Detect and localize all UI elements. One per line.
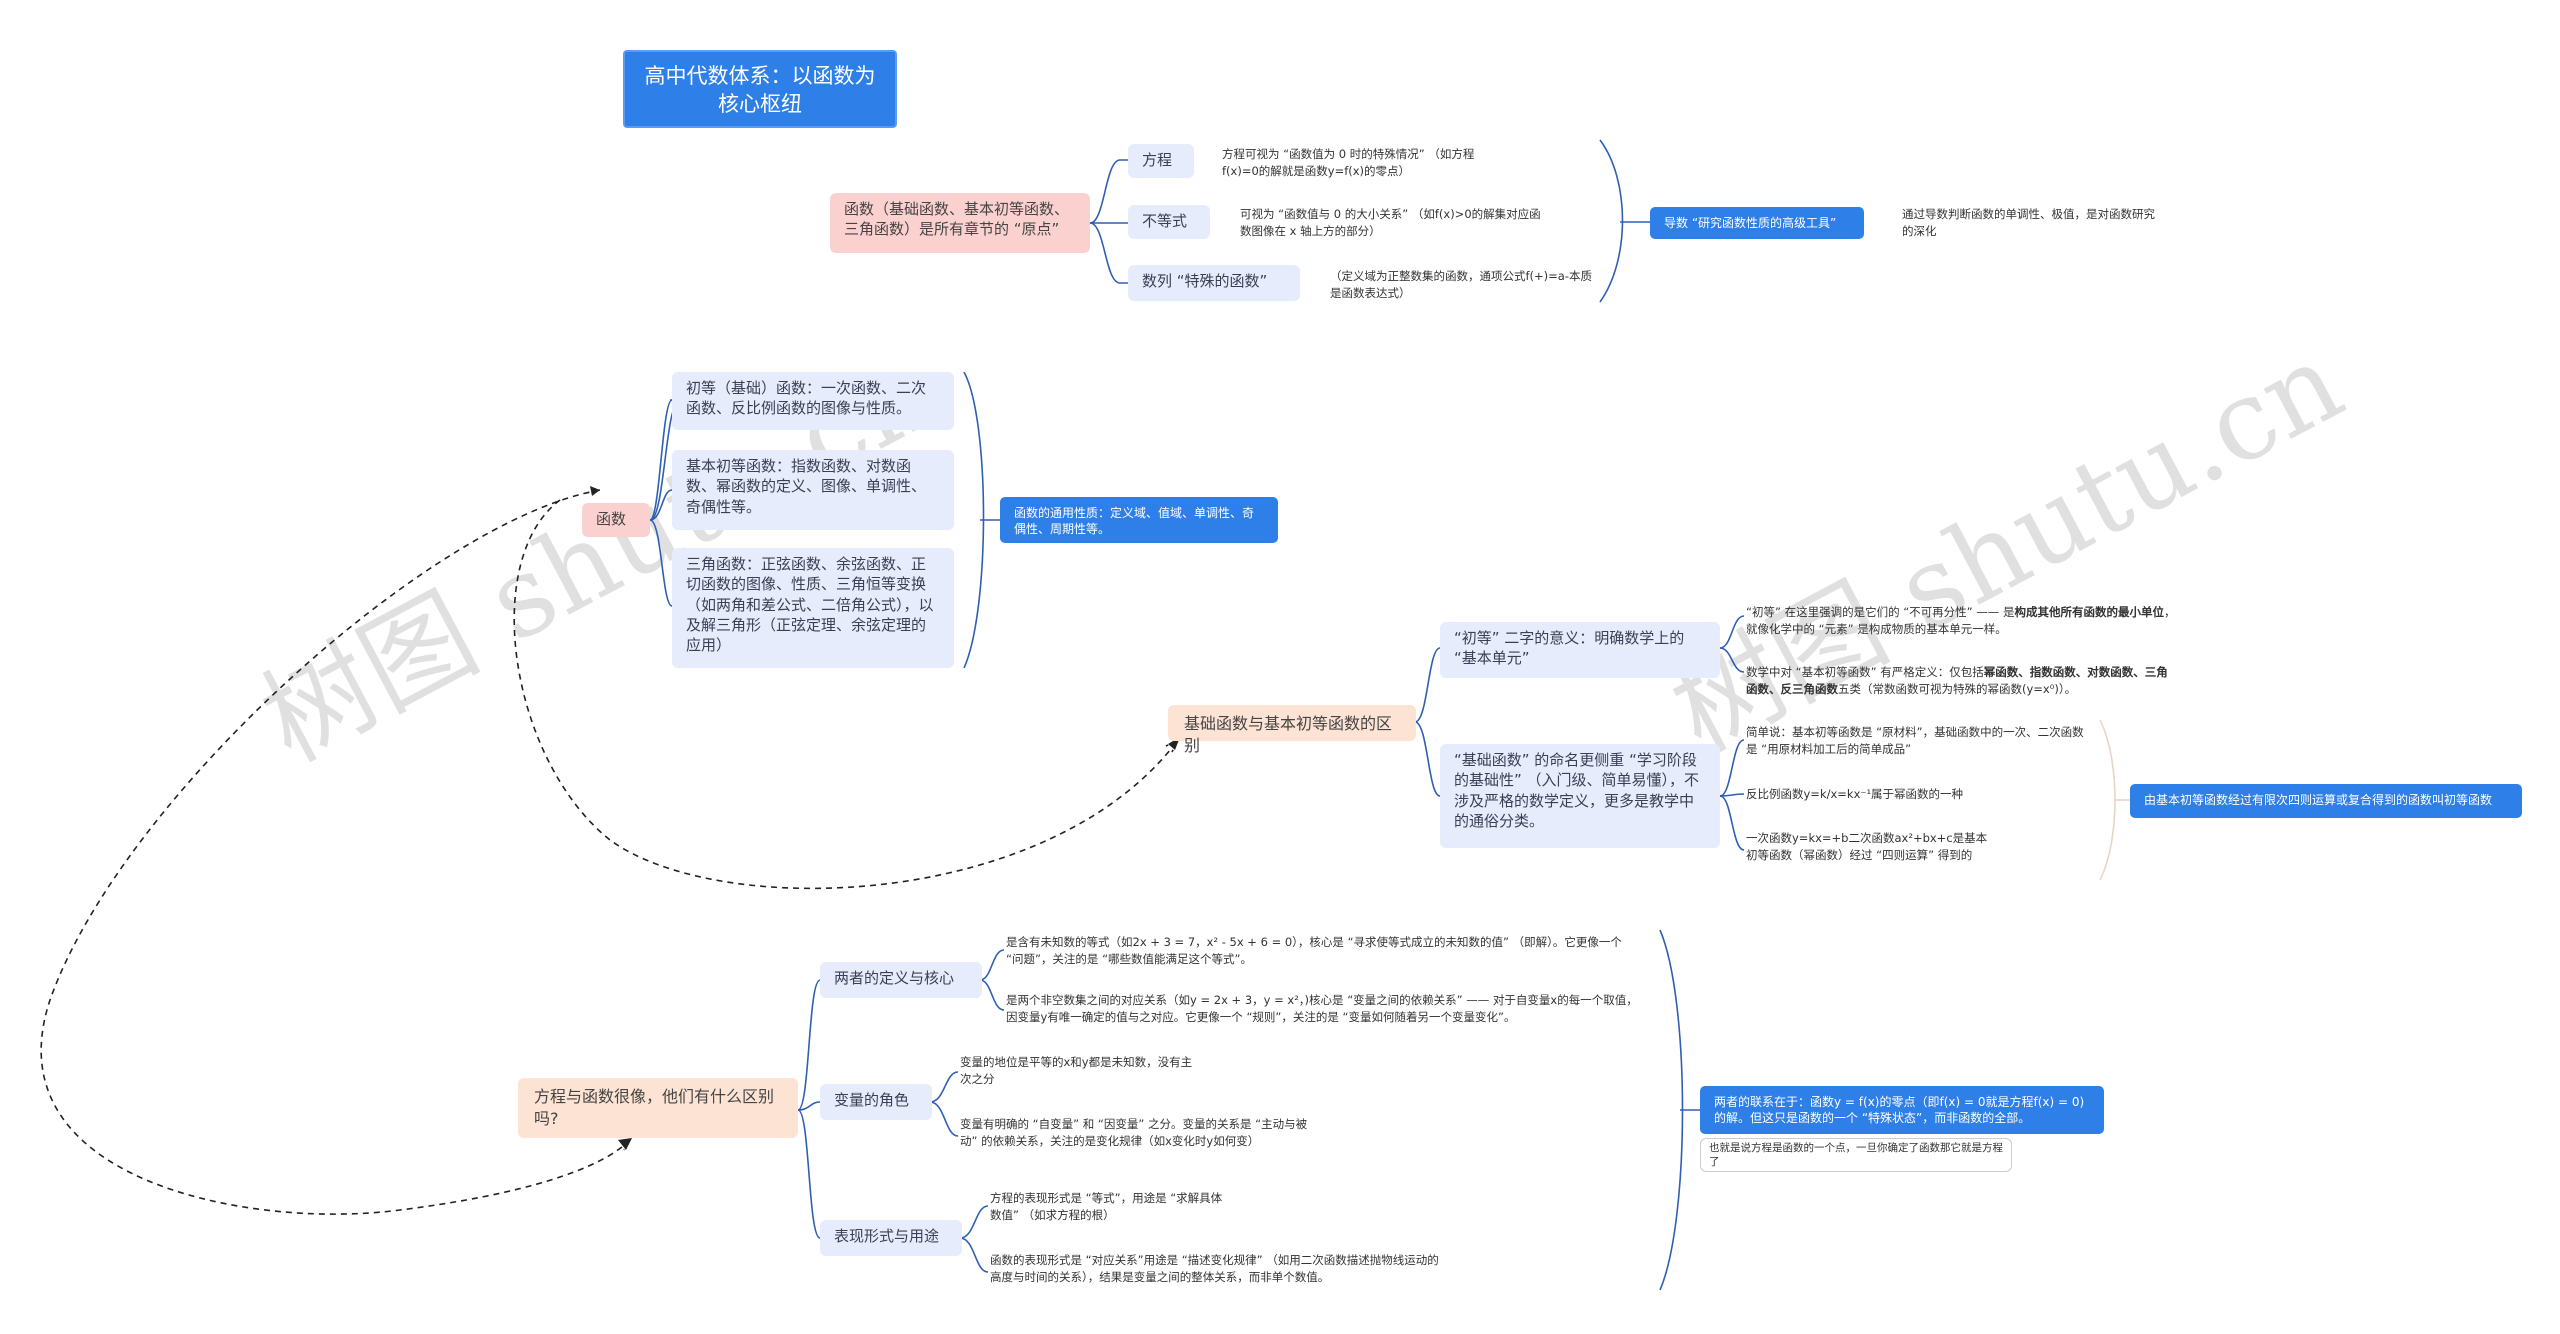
elementary-detail-1: “初等” 在这里强调的是它们的 “不可再分性” —— 是构成其他所有函数的最小单…	[1746, 604, 2176, 637]
variable-detail-1: 变量的地位是平等的x和y都是未知数，没有主次之分	[960, 1055, 1193, 1086]
variable-detail-2: 变量有明确的 “自变量” 和 “因变量” 之分。变量的关系是 “主动与被动” 的…	[960, 1117, 1308, 1148]
basic-function-naming-node[interactable]: “基础函数” 的命名更侧重 “学习阶段的基础性” （入门级、简单易懂），不涉及严…	[1440, 744, 1720, 848]
form-detail-2: 函数的表现形式是 “对应关系”用途是 “描述变化规律” （如用二次函数描述抛物线…	[990, 1253, 1439, 1284]
ed2-bold: 幂函数、指数函数、对数函数、三角函数、反三角函数	[1746, 665, 2168, 696]
elementary-function-summary[interactable]: 由基本初等函数经过有限次四则运算或复合得到的函数叫初等函数	[2130, 784, 2522, 818]
section4-main-node[interactable]: 方程与函数很像，他们有什么区别吗?	[518, 1078, 798, 1138]
equation-detail: 方程可视为 “函数值为 0 时的特殊情况” （如方程f(x)=0的解就是函数y=…	[1222, 147, 1475, 178]
ed1-pre: “初等” 在这里强调的是它们的 “不可再分性” —— 是	[1746, 605, 2015, 619]
ed2-pre: 数学中对 “基本初等函数” 有严格定义：仅包括	[1746, 665, 1984, 679]
basic-elementary-functions-node[interactable]: 基本初等函数：指数函数、对数函数、幂函数的定义、图像、单调性、奇偶性等。	[672, 450, 954, 530]
section1-main-node[interactable]: 函数（基础函数、基本初等函数、三角函数）是所有章节的 “原点”	[830, 193, 1090, 253]
naming-detail-2: 反比例函数y=k/x=kx⁻¹属于幂函数的一种	[1746, 787, 1964, 801]
function-properties-summary[interactable]: 函数的通用性质：定义域、值域、单调性、奇偶性、周期性等。	[1000, 497, 1278, 543]
connection-note: 也就是说方程是函数的一个点，一旦你确定了函数那它就是方程了	[1700, 1138, 2012, 1173]
derivative-detail: 通过导数判断函数的单调性、极值，是对函数研究的深化	[1902, 207, 2155, 238]
naming-detail-1: 简单说：基本初等函数是 “原材料”，基础函数中的一次、二次函数是 “用原材料加工…	[1746, 725, 2084, 756]
trig-functions-node[interactable]: 三角函数：正弦函数、余弦函数、正切函数的图像、性质、三角恒等变换（如两角和差公式…	[672, 548, 954, 668]
elementary-detail-2: 数学中对 “基本初等函数” 有严格定义：仅包括幂函数、指数函数、对数函数、三角函…	[1746, 664, 2176, 697]
elementary-functions-node[interactable]: 初等（基础）函数：一次函数、二次函数、反比例函数的图像与性质。	[672, 372, 954, 430]
elementary-meaning-node[interactable]: “初等” 二字的意义：明确数学上的 “基本单元”	[1440, 622, 1720, 678]
ed2-post: 五类（常数函数可视为特殊的幂函数(y=x⁰)）。	[1838, 681, 2077, 696]
root-title[interactable]: 高中代数体系：以函数为核心枢纽	[623, 50, 897, 128]
derivative-summary[interactable]: 导数 “研究函数性质的高级工具”	[1650, 207, 1864, 239]
ed1-post: ，就像化学中的 “元素” 是构成物质的基本单元一样。	[1746, 605, 2176, 636]
ed1-bold: 构成其他所有函数的最小单位	[2014, 605, 2164, 619]
definition-detail-1: 是含有未知数的等式（如2x + 3 = 7，x² - 5x + 6 = 0），核…	[1006, 935, 1622, 966]
section3-main-node[interactable]: 基础函数与基本初等函数的区别	[1168, 705, 1416, 755]
branch-equation[interactable]: 方程	[1128, 144, 1194, 178]
variable-role-node[interactable]: 变量的角色	[820, 1084, 932, 1120]
sequence-detail: （定义域为正整数集的函数，通项公式f(+)=a-本质是函数表达式）	[1330, 269, 1592, 300]
branch-sequence[interactable]: 数列 “特殊的函数”	[1128, 265, 1300, 301]
connection-summary[interactable]: 两者的联系在于：函数y = f(x)的零点（即f(x) = 0就是方程f(x) …	[1700, 1086, 2104, 1134]
inequality-detail: 可视为 “函数值与 0 的大小关系” （如f(x)>0的解集对应函数图像在 x …	[1240, 207, 1541, 238]
form-detail-1: 方程的表现形式是 “等式”，用途是 “求解具体数值” （如求方程的根）	[990, 1191, 1223, 1222]
branch-inequality[interactable]: 不等式	[1128, 205, 1210, 239]
form-usage-node[interactable]: 表现形式与用途	[820, 1220, 962, 1256]
naming-detail-3: 一次函数y=kx=+b二次函数ax²+bx+c是基本初等函数（幂函数）经过 “四…	[1746, 831, 1988, 862]
definition-core-node[interactable]: 两者的定义与核心	[820, 962, 982, 998]
definition-detail-2: 是两个非空数集之间的对应关系（如y = 2x + 3，y = x²，)核心是 “…	[1006, 993, 1638, 1024]
section2-main-node[interactable]: 函数	[582, 503, 650, 537]
